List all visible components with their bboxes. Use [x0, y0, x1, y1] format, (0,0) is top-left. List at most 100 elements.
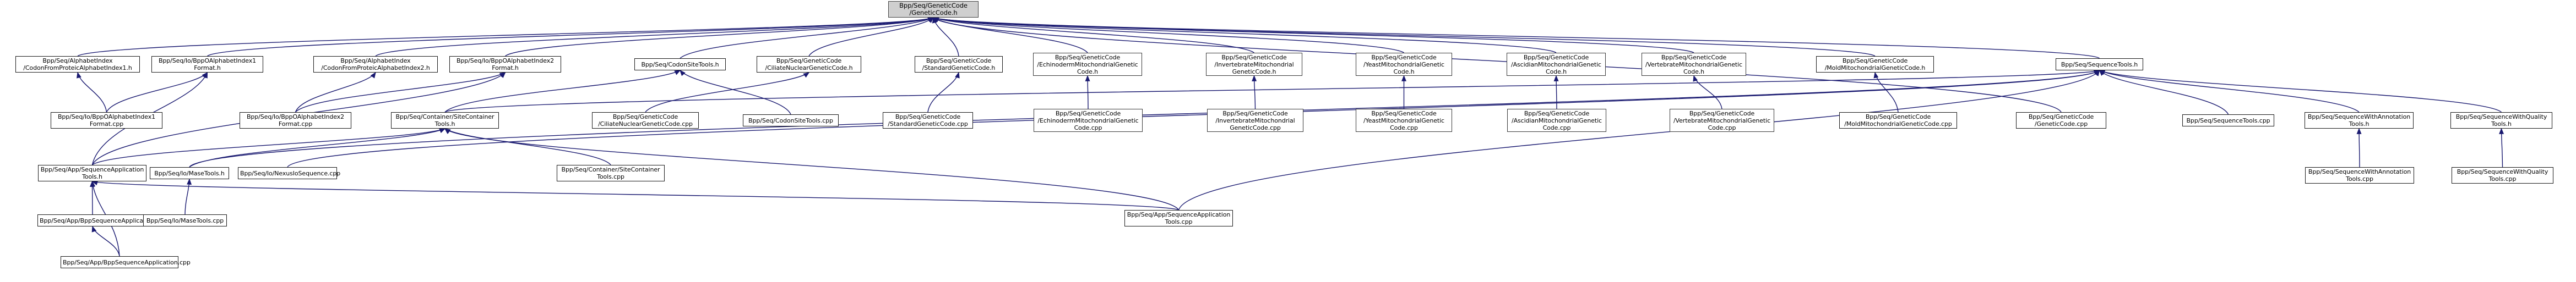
- graph-edge: [444, 128, 1180, 211]
- graph-node-standard_h[interactable]: Bpp/Seq/GeneticCode /StandardGeneticCode…: [915, 56, 1003, 73]
- graph-edge: [184, 178, 192, 215]
- graph-node-mold_h[interactable]: Bpp/Seq/GeneticCode /MoldMitochondrialGe…: [1816, 56, 1934, 73]
- graph-node-sitecont_cpp[interactable]: Bpp/Seq/Container/SiteContainer Tools.cp…: [557, 165, 665, 181]
- graph-node-masetools_h[interactable]: Bpp/Seq/Io/MaseTools.h: [150, 167, 229, 179]
- graph-node-label: Bpp/Seq/GeneticCode /MoldMitochondrialGe…: [1844, 113, 1952, 128]
- graph-node-seqwithann_h[interactable]: Bpp/Seq/SequenceWithAnnotation Tools.h: [2305, 112, 2414, 129]
- graph-node-codonsite_cpp[interactable]: Bpp/Seq/CodonSiteTools.cpp: [743, 114, 839, 126]
- graph-node-seqtools_cpp[interactable]: Bpp/Seq/SequenceTools.cpp: [2182, 114, 2274, 126]
- graph-node-seqapp_h[interactable]: Bpp/Seq/App/SequenceApplication Tools.h: [38, 165, 146, 181]
- graph-node-label: Bpp/Seq/GeneticCode /YeastMitochondrialG…: [1363, 53, 1445, 75]
- graph-edge: [189, 128, 446, 168]
- graph-edge: [505, 17, 934, 57]
- graph-node-label: Bpp/Seq/AlphabetIndex /CodonFromProteicA…: [23, 57, 132, 71]
- graph-node-label: Bpp/Seq/GeneticCode /EchinodermMitochond…: [1037, 109, 1139, 131]
- graph-node-masetools_cpp[interactable]: Bpp/Seq/Io/MaseTools.cpp: [143, 214, 227, 226]
- graph-edge: [932, 17, 1404, 53]
- graph-node-standard_cpp[interactable]: Bpp/Seq/GeneticCode /StandardGeneticCode…: [883, 112, 973, 129]
- graph-node-label: Bpp/Seq/Io/MaseTools.h: [154, 169, 225, 177]
- graph-node-mold_cpp[interactable]: Bpp/Seq/GeneticCode /MoldMitochondrialGe…: [1839, 112, 1957, 129]
- graph-edge: [1693, 75, 1722, 109]
- graph-edge: [927, 71, 960, 113]
- graph-node-label: Bpp/Seq/CodonSiteTools.h: [641, 60, 719, 68]
- graph-node-sitecont_h[interactable]: Bpp/Seq/Container/SiteContainer Tools.h: [391, 112, 499, 129]
- graph-node-bppseqapp_h[interactable]: Bpp/Seq/App/BppSequenceApplication.h: [37, 214, 160, 226]
- graph-node-echinoderm_h[interactable]: Bpp/Seq/GeneticCode /EchinodermMitochond…: [1033, 53, 1142, 76]
- graph-edge: [645, 72, 810, 113]
- graph-edge: [932, 17, 1088, 53]
- graph-node-label: Bpp/Seq/SequenceWithAnnotation Tools.h: [2307, 113, 2411, 128]
- graph-node-seqapp_cpp[interactable]: Bpp/Seq/App/SequenceApplication Tools.cp…: [1124, 210, 1233, 226]
- graph-edge: [2499, 128, 2504, 168]
- graph-node-bppoai1fmt_h[interactable]: Bpp/Seq/Io/BppOAlphabetIndex1 Format.h: [151, 56, 263, 73]
- graph-node-ascidian_cpp[interactable]: Bpp/Seq/GeneticCode /AscidianMitochondri…: [1507, 109, 1606, 132]
- graph-edge: [680, 17, 934, 59]
- graph-node-seqwithann_cpp[interactable]: Bpp/Seq/SequenceWithAnnotation Tools.cpp: [2305, 167, 2414, 184]
- graph-node-invertebrate_h[interactable]: Bpp/Seq/GeneticCode /InvertebrateMitocho…: [1206, 53, 1302, 76]
- graph-node-label: Bpp/Seq/GeneticCode /CiliateNuclearGenet…: [598, 113, 693, 128]
- graph-edge: [2099, 70, 2360, 113]
- graph-node-nexusio_cpp[interactable]: Bpp/Seq/Io/NexusIoSequence.cpp: [238, 167, 340, 179]
- graph-node-vertebrate_h[interactable]: Bpp/Seq/GeneticCode /VertebrateMitochond…: [1642, 53, 1746, 76]
- graph-node-label: Bpp/Seq/App/SequenceApplication Tools.h: [40, 166, 144, 180]
- graph-node-label: Bpp/Seq/GeneticCode /GeneticCode.h: [899, 2, 968, 16]
- graph-node-label: Bpp/Seq/GeneticCode /InvertebrateMitocho…: [1214, 53, 1294, 75]
- graph-node-label: Bpp/Seq/GeneticCode /AscidianMitochondri…: [1511, 109, 1602, 131]
- graph-edge: [1252, 75, 1257, 109]
- graph-node-root[interactable]: Bpp/Seq/GeneticCode /GeneticCode.h: [888, 1, 979, 18]
- graph-node-label: Bpp/Seq/App/SequenceApplication Tools.cp…: [1127, 211, 1231, 225]
- graph-edge: [932, 17, 1254, 53]
- graph-node-label: Bpp/Seq/SequenceWithQuality Tools.cpp: [2457, 168, 2548, 183]
- graph-edge: [680, 69, 791, 115]
- graph-node-label: Bpp/Seq/Container/SiteContainer Tools.cp…: [561, 166, 660, 180]
- graph-node-seqwithqual_h[interactable]: Bpp/Seq/SequenceWithQuality Tools.h: [2450, 112, 2552, 129]
- graph-edge: [932, 17, 1694, 53]
- graph-node-label: Bpp/Seq/GeneticCode /StandardGeneticCode…: [922, 57, 996, 71]
- graph-node-label: Bpp/Seq/GeneticCode /GeneticCode.cpp: [2028, 113, 2094, 128]
- graph-node-label: Bpp/Seq/Io/BppOAlphabetIndex1 Format.cpp: [57, 113, 156, 128]
- graph-node-label: Bpp/Seq/Io/BppOAlphabetIndex1 Format.h: [158, 57, 257, 71]
- graph-node-yeast_h[interactable]: Bpp/Seq/GeneticCode /YeastMitochondrialG…: [1356, 53, 1452, 76]
- graph-node-seqtools_h[interactable]: Bpp/Seq/SequenceTools.h: [2056, 58, 2143, 70]
- graph-node-label: Bpp/Seq/GeneticCode /AscidianMitochondri…: [1510, 53, 1602, 75]
- graph-node-yeast_cpp[interactable]: Bpp/Seq/GeneticCode /YeastMitochondrialG…: [1356, 109, 1452, 132]
- graph-node-label: Bpp/Seq/App/BppSequenceApplication.h: [40, 217, 160, 224]
- graph-edge: [932, 17, 1557, 53]
- graph-node-ciliate_h[interactable]: Bpp/Seq/GeneticCode /CiliateNuclearGenet…: [757, 56, 861, 73]
- graph-node-echinoderm_cpp[interactable]: Bpp/Seq/GeneticCode /EchinodermMitochond…: [1034, 109, 1143, 132]
- graph-node-ciliate_cpp[interactable]: Bpp/Seq/GeneticCode /CiliateNuclearGenet…: [592, 112, 699, 129]
- graph-edge: [2099, 70, 2502, 113]
- graph-node-bppoai1fmt_cpp[interactable]: Bpp/Seq/Io/BppOAlphabetIndex1 Format.cpp: [51, 112, 162, 129]
- graph-node-ascidian_h[interactable]: Bpp/Seq/GeneticCode /AscidianMitochondri…: [1507, 53, 1606, 76]
- graph-edge: [295, 72, 506, 113]
- graph-node-bppoai2fmt_h[interactable]: Bpp/Seq/Io/BppOAlphabetIndex2 Format.h: [449, 56, 561, 73]
- graph-edge: [375, 17, 934, 57]
- graph-node-label: Bpp/Seq/SequenceTools.h: [2061, 60, 2138, 68]
- graph-edge: [808, 17, 934, 57]
- graph-node-vertebrate_cpp[interactable]: Bpp/Seq/GeneticCode /VertebrateMitochond…: [1670, 109, 1774, 132]
- graph-edge: [106, 71, 208, 113]
- graph-edge: [91, 180, 1179, 211]
- graph-edge: [92, 128, 446, 165]
- graph-edge: [2099, 70, 2229, 115]
- graph-node-codonfrom2_h[interactable]: Bpp/Seq/AlphabetIndex /CodonFromProteicA…: [313, 56, 438, 73]
- graph-node-label: Bpp/Seq/App/BppSequenceApplication.cpp: [63, 258, 191, 266]
- graph-edge: [444, 70, 681, 113]
- graph-node-label: Bpp/Seq/Io/MaseTools.cpp: [146, 217, 224, 224]
- graph-node-label: Bpp/Seq/SequenceWithAnnotation Tools.cpp: [2308, 168, 2411, 183]
- graph-node-codonsite_h[interactable]: Bpp/Seq/CodonSiteTools.h: [634, 58, 726, 70]
- graph-node-geneticcode_cpp[interactable]: Bpp/Seq/GeneticCode /GeneticCode.cpp: [2016, 112, 2106, 129]
- graph-node-label: Bpp/Seq/GeneticCode /MoldMitochondrialGe…: [1824, 57, 1926, 71]
- graph-node-label: Bpp/Seq/Io/BppOAlphabetIndex2 Format.cpp: [246, 113, 345, 128]
- graph-edge: [932, 17, 2100, 59]
- graph-node-label: Bpp/Seq/GeneticCode /VertebrateMitochond…: [1645, 53, 1743, 75]
- graph-node-bppoai2fmt_cpp[interactable]: Bpp/Seq/Io/BppOAlphabetIndex2 Format.cpp: [240, 112, 351, 129]
- graph-node-codonfrom1_h[interactable]: Bpp/Seq/AlphabetIndex /CodonFromProteicA…: [15, 56, 140, 73]
- graph-node-seqwithqual_cpp[interactable]: Bpp/Seq/SequenceWithQuality Tools.cpp: [2452, 167, 2553, 184]
- graph-node-label: Bpp/Seq/AlphabetIndex /CodonFromProteicA…: [321, 57, 430, 71]
- graph-node-invertebrate_cpp[interactable]: Bpp/Seq/GeneticCode /InvertebrateMitocho…: [1207, 109, 1303, 132]
- graph-node-label: Bpp/Seq/Container/SiteContainer Tools.h: [395, 113, 494, 128]
- graph-edge: [295, 71, 376, 113]
- graph-node-bppseqapp_cpp[interactable]: Bpp/Seq/App/BppSequenceApplication.cpp: [61, 256, 191, 268]
